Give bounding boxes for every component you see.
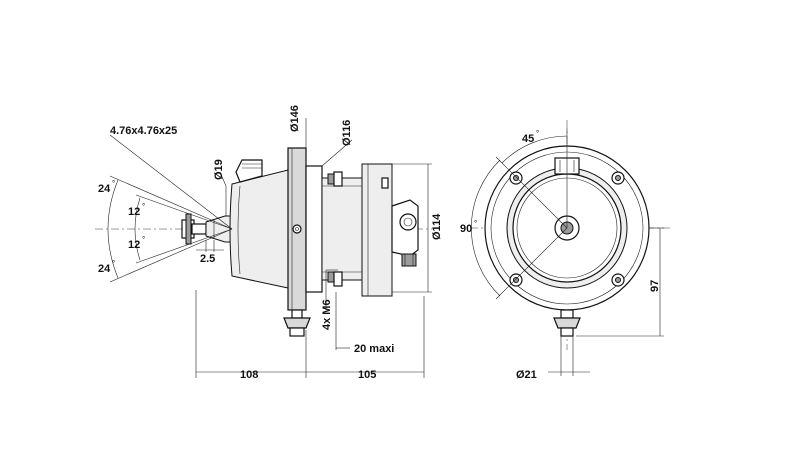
label-diameter-114: Ø114 — [431, 213, 443, 240]
bolt-top — [327, 173, 335, 185]
mount-flange — [287, 147, 307, 311]
pump-head — [361, 163, 419, 297]
front-lower-stem — [560, 309, 574, 319]
label-offset-2-5: 2.5 — [200, 253, 215, 265]
label-angle-45: 45 — [522, 133, 534, 145]
label-square-key: 4.76x4.76x25 — [110, 125, 177, 137]
front-lower-nipple — [560, 327, 574, 337]
dome-body — [229, 169, 289, 289]
label-angle-90: 90 — [460, 223, 472, 235]
deg-12-bottom: ° — [142, 235, 145, 244]
rake-angle-lines — [107, 134, 233, 283]
body-housing — [321, 177, 363, 281]
angle-arc-45 — [501, 135, 568, 164]
label-bolt-m6: 4x M6 — [321, 299, 333, 330]
label-angle-12-bottom: 12 — [128, 239, 140, 251]
label-diameter-19: Ø19 — [213, 159, 225, 180]
label-length-108: 108 — [240, 369, 258, 381]
body-spacer — [305, 165, 323, 293]
label-diameter-146: Ø146 — [289, 105, 301, 132]
side-view — [95, 118, 432, 378]
label-height-97: 97 — [649, 280, 661, 292]
lower-stem — [291, 309, 303, 319]
label-diameter-21: Ø21 — [516, 369, 537, 381]
label-max-20: 20 maxi — [354, 343, 394, 355]
angle-arc-24 — [107, 179, 119, 279]
nut-bottom — [333, 271, 343, 287]
label-length-105: 105 — [358, 369, 376, 381]
helm-body — [305, 165, 363, 293]
deg-45: ° — [536, 129, 539, 138]
side-port-nut — [401, 253, 417, 267]
pump-plug-top — [381, 177, 389, 189]
lower-fitting — [283, 309, 311, 337]
dimension-labels: 4.76x4.76x25 Ø146 Ø116 Ø19 Ø114 24 ° 12 … — [98, 105, 661, 381]
label-angle-24-bottom: 24 — [98, 263, 111, 275]
deg-24-top: ° — [112, 179, 115, 188]
shaft-washer — [185, 213, 192, 245]
shaft-tip — [191, 223, 207, 235]
bolt-bottom — [327, 271, 335, 283]
deg-24-bottom: ° — [112, 259, 115, 268]
label-angle-24-top: 24 — [98, 183, 111, 195]
deg-90: ° — [474, 219, 477, 228]
front-lower-cap — [553, 317, 581, 329]
side-port-bore — [399, 213, 417, 231]
angle-arc-90 — [471, 159, 501, 297]
flange-center-screw — [292, 224, 302, 234]
front-view — [470, 120, 670, 376]
label-angle-12-top: 12 — [128, 206, 140, 218]
nut-top — [333, 171, 343, 187]
lower-cap — [283, 317, 311, 329]
lower-nipple — [289, 327, 305, 337]
deg-12-top: ° — [142, 202, 145, 211]
helm-dome — [229, 159, 289, 289]
input-shaft — [181, 213, 233, 245]
label-diameter-116: Ø116 — [341, 120, 353, 146]
shaft-taper — [205, 215, 233, 243]
angle-arc-12 — [134, 197, 141, 261]
